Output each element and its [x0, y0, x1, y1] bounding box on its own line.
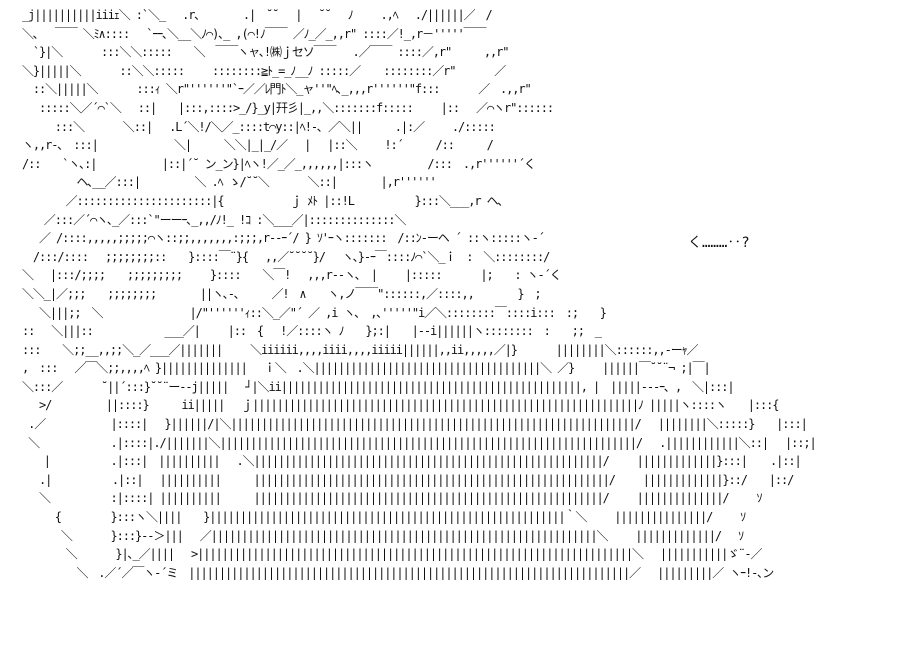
ascii-art-line: /:::/:::: ;;;;;;;;:: }::::￣¨}{ ,,／˘˘˘˘}/… — [22, 249, 551, 264]
ascii-art-line: ／::::::::::::::::::::::|{ ｊ ﾒﾄ |::!L }::… — [22, 193, 504, 208]
ascii-art-line: :: ＼|||:: ___／| |:: { !／::::ヽ ﾉ };:| |--… — [22, 324, 602, 339]
ascii-art-line: .| .|::| |||||||||| ||||||||||||||||||||… — [22, 472, 794, 487]
ascii-art-line: ＼}|||||＼ ::＼＼::::: ::::::::≧ﾄ_=_ﾉ__ﾉ :::… — [22, 63, 506, 78]
ascii-art-line: ::＼|||||＼ :::ｨ ＼r"''''''"`ｰ／／ﾚ門ﾄ＼_ャ''"ﾍ､… — [22, 82, 532, 97]
ascii-art-line: ::: ＼;;__,,;;＼_／___／||||||| ＼iiiiii,,,,i… — [22, 342, 699, 357]
ascii-art-line: ヘ､__／:::| ＼ .ﾍ ゝ/˘˘＼ ＼::| |,r'''''' — [22, 175, 437, 190]
ascii-art-line: ＼ }|､_／|||| >|||||||||||||||||||||||||||… — [22, 547, 763, 562]
ascii-art-line: /:: `ヽ､:| |::|´˘ ン_ン}|ﾍヽ!／_／_,,,,,,|:::ヽ… — [22, 156, 536, 171]
ascii-art-line: >/ ||::::} ii||||| ｊ||||||||||||||||||||… — [22, 398, 779, 413]
ascii-art-line: ＼:::／ ˘||´:::}˘˘¨ー--j||||| ┘|＼ii||||||||… — [22, 379, 735, 394]
ascii-art-line: ＼|||;; ＼ |/"''''''ｨ::＼_／"´ ／ ,i ヽ､ ,､'''… — [22, 305, 607, 320]
ascii-art-line: ／ /::::,,,,,;;;;;⌒ヽ::;;,,,,,,,:;;;,r--ｰ´… — [22, 231, 545, 246]
ascii-art-line: ヽ,,r-､ :::| ＼| ＼＼|_|_/／ | |::＼ !:´ /:: / — [22, 138, 494, 153]
ascii-art-line: _j||||||||||iiiｪ＼ :`＼_ .r､ .| ˘˘ | ˘˘ ﾉ … — [22, 8, 493, 22]
ascii-art-line: , ::: ／￣＼;;,,,,ﾍ }|||||||||||||| ｉ＼ .＼||… — [22, 361, 711, 376]
ascii-art-line: ＼ |:::/;;;; ;;;;;;;;; }:::: ＼￣! ,,,r--ヽ､… — [22, 268, 562, 283]
ascii-art-line: `}|＼ :::＼＼::::: ＼ ￣￣ヽャ､!㈱ｊセソ￣￣ .／￣￣ ::::… — [22, 45, 510, 60]
ascii-art-line: :::＼ ＼::| .L´＼!/＼／_::::t⌒y::|ﾍ!-､ ／＼|| .… — [22, 119, 496, 134]
ascii-art-line: ＼ .|::::|./|||||||＼|||||||||||||||||||||… — [22, 435, 817, 450]
ascii-art-line: { }:::ヽ＼|||| }||||||||||||||||||||||||||… — [22, 510, 746, 525]
ascii-art-line: ＼ }:::}--＞||| ／|||||||||||||||||||||||||… — [22, 528, 744, 543]
ascii-art-line: ＼＼_|／;;; ;;;;;;;; ||ヽ､-､ ／! ∧ ヽ,ノ￣￣"::::… — [22, 286, 542, 301]
ascii-art-line: :::::＼／´⌒`＼ ::| |:::,::::>_/}_y|幵彡|_,,＼:… — [22, 100, 554, 115]
ascii-art-line: .／ |::::| }||||||/|＼||||||||||||||||||||… — [22, 417, 808, 432]
ascii-art-line: ／:::／´⌒ヽ､_／:::`"ーーｰ､_,,/ﾉ!_ !ｺ :＼___／|::… — [22, 212, 407, 227]
ascii-art-body: _j||||||||||iiiｪ＼ :`＼_ .r､ .| ˘˘ | ˘˘ ﾉ … — [22, 6, 817, 582]
ascii-art-line: ＼､ ￣￣ ＼ﾐ∧:::: `ｰｰ､＼__＼ﾉ⌒)､_ ,(⌒!ﾉ￣￣ ／ﾉ_／… — [22, 26, 487, 41]
ascii-art-line: ＼ :|::::| |||||||||| |||||||||||||||||||… — [22, 491, 762, 506]
ascii-art-caption: く………‥? — [688, 235, 750, 251]
ascii-art-line: ＼ .／´／￣ヽ-´ミ ||||||||||||||||||||||||||||… — [22, 565, 775, 580]
ascii-art-line: | .|:::| |||||||||| .＼||||||||||||||||||… — [22, 454, 802, 469]
